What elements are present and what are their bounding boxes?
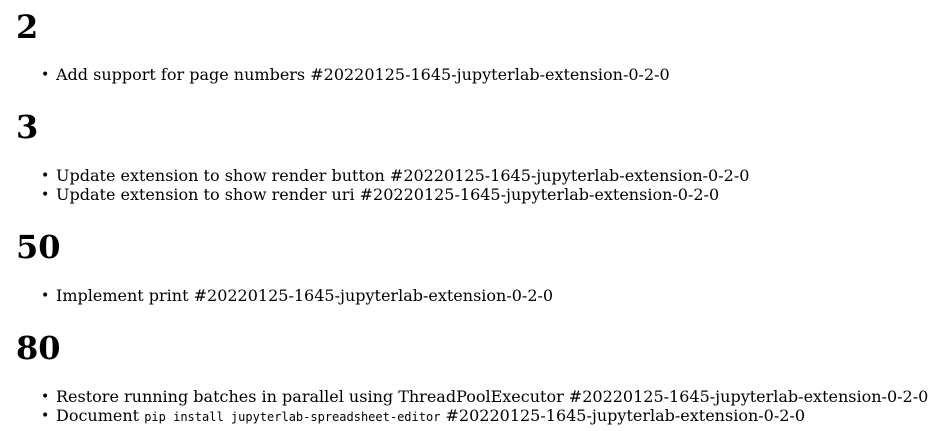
inline-code: pip install jupyterlab-spreadsheet-edito…: [144, 410, 441, 424]
list-item: Restore running batches in parallel usin…: [41, 387, 928, 407]
list-item: Add support for page numbers #20220125-1…: [41, 65, 670, 85]
list-item: Implement print #20220125-1645-jupyterla…: [41, 286, 553, 306]
change-list: Update extension to show render button #…: [16, 166, 749, 205]
change-list: Add support for page numbers #20220125-1…: [16, 65, 670, 85]
list-item: Update extension to show render uri #202…: [41, 185, 749, 205]
change-list: Implement print #20220125-1645-jupyterla…: [16, 286, 553, 306]
section-heading: 80: [16, 329, 61, 367]
section-heading: 3: [16, 108, 39, 146]
section-heading: 50: [16, 228, 61, 266]
list-item: Update extension to show render button #…: [41, 166, 749, 186]
item-prefix: Document: [56, 406, 140, 425]
list-item: Document pip install jupyterlab-spreadsh…: [41, 406, 928, 427]
change-list: Restore running batches in parallel usin…: [16, 387, 928, 427]
section-heading: 2: [16, 8, 39, 46]
item-suffix: #20220125-1645-jupyterlab-extension-0-2-…: [445, 406, 806, 425]
